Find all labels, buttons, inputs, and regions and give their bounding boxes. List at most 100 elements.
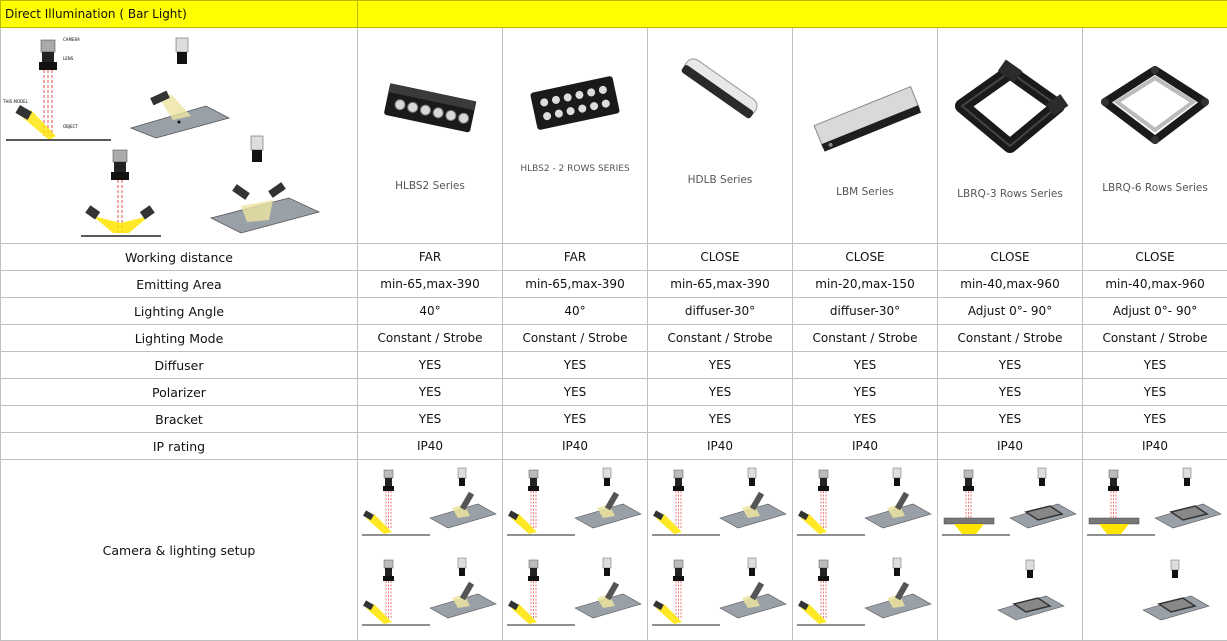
- setup-label: Camera & lighting setup: [0, 459, 358, 641]
- camera-vertical-setup: [652, 469, 720, 536]
- spec-value: IP40: [502, 432, 648, 460]
- spec-row-ip-rating: IP rating IP40 IP40 IP40 IP40 IP40 IP40: [0, 432, 1227, 460]
- spec-value: CLOSE: [937, 243, 1083, 271]
- setup-illustration: [1087, 467, 1222, 621]
- product-name: HLBS2 - 2 ROWS SERIES: [520, 164, 630, 174]
- camera-vertical-setup: [942, 469, 1010, 536]
- spec-value: CLOSE: [792, 243, 938, 271]
- spec-value: diffuser-30°: [647, 297, 793, 325]
- setup-illustration: [652, 467, 787, 626]
- table-title: Direct Illumination ( Bar Light): [0, 0, 358, 28]
- product-name: HDLB Series: [687, 174, 753, 186]
- spec-value: YES: [937, 351, 1083, 379]
- spec-value: YES: [1081, 405, 1227, 433]
- spec-value: IP40: [937, 432, 1083, 460]
- diagram-label-object: OBJECT: [63, 124, 78, 129]
- setup-diagram-3: [81, 149, 161, 237]
- diagram-label-lens: LENS: [63, 56, 74, 61]
- square-ring-bar-light-icon: [955, 59, 1069, 153]
- setup-cell: [502, 459, 648, 641]
- spec-value: YES: [502, 405, 648, 433]
- spec-value: YES: [1081, 378, 1227, 406]
- spec-value: IP40: [647, 432, 793, 460]
- spec-value: YES: [357, 405, 503, 433]
- setup-diagram-2: [129, 37, 231, 139]
- product-cell-lbm: LBM Series: [792, 27, 938, 244]
- setup-illustration: [507, 467, 642, 626]
- spec-value: YES: [647, 405, 793, 433]
- spec-label: IP rating: [0, 432, 358, 460]
- spec-row-bracket: Bracket YES YES YES YES YES YES: [0, 405, 1227, 433]
- spec-value: Adjust 0°- 90°: [937, 297, 1083, 325]
- spec-label: Working distance: [0, 243, 358, 271]
- spec-value: YES: [792, 351, 938, 379]
- bar-light-two-row-icon: [530, 76, 620, 130]
- bar-light-flat-icon: [813, 85, 922, 152]
- spec-value: min-40,max-960: [937, 270, 1083, 298]
- product-cell-lbrq3: LBRQ-3 Rows Series: [937, 27, 1083, 244]
- product-cell-lbrq6: LBRQ-6 Rows Series: [1081, 27, 1227, 244]
- camera-perspective-setup: [1142, 559, 1210, 621]
- spec-value: Constant / Strobe: [1081, 324, 1227, 352]
- camera-vertical-setup: [507, 559, 575, 626]
- square-ring-bar-light-open-icon: [1101, 66, 1209, 144]
- spec-value: min-65,max-390: [647, 270, 793, 298]
- setup-illustration: [362, 467, 497, 626]
- camera-vertical-setup: [797, 559, 865, 626]
- setup-diagram-1: CAMERA LENS THIS MODEL OBJECT: [2, 37, 111, 141]
- spec-value: YES: [792, 378, 938, 406]
- spec-value: 40°: [357, 297, 503, 325]
- camera-perspective-setup: [1154, 467, 1222, 529]
- diagram-label-this-model: THIS MODEL: [2, 99, 29, 104]
- spec-value: min-65,max-390: [357, 270, 503, 298]
- bar-light-diffuser-icon: [681, 58, 758, 119]
- setup-cell: [357, 459, 503, 641]
- product-cell-hlbs2: HLBS2 Series: [357, 27, 503, 244]
- camera-perspective-setup: [429, 557, 497, 619]
- spec-row-diffuser: Diffuser YES YES YES YES YES YES: [0, 351, 1227, 379]
- camera-perspective-setup: [574, 557, 642, 619]
- product-cell-hdlb: HDLB Series: [647, 27, 793, 244]
- camera-vertical-setup: [797, 469, 865, 536]
- spec-value: min-20,max-150: [792, 270, 938, 298]
- spec-value: YES: [792, 405, 938, 433]
- spec-value: FAR: [502, 243, 648, 271]
- spec-value: YES: [647, 378, 793, 406]
- spec-value: CLOSE: [647, 243, 793, 271]
- camera-vertical-setup: [1087, 469, 1155, 536]
- setup-illustration: [942, 467, 1077, 621]
- camera-perspective-setup: [574, 467, 642, 529]
- spec-value: min-65,max-390: [502, 270, 648, 298]
- camera-perspective-setup: [1009, 467, 1077, 529]
- camera-perspective-setup: [997, 559, 1065, 621]
- spec-value: YES: [502, 378, 648, 406]
- spec-row-emitting-area: Emitting Area min-65,max-390 min-65,max-…: [0, 270, 1227, 298]
- product-row: CAMERA LENS THIS MODEL OBJECT: [0, 27, 1227, 244]
- spec-label: Polarizer: [0, 378, 358, 406]
- spec-value: YES: [647, 351, 793, 379]
- overview-diagram: CAMERA LENS THIS MODEL OBJECT: [0, 27, 358, 244]
- product-name: HLBS2 Series: [395, 180, 465, 192]
- spec-value: YES: [1081, 351, 1227, 379]
- setup-cell: [1081, 459, 1227, 641]
- spec-value: IP40: [792, 432, 938, 460]
- spec-value: IP40: [1081, 432, 1227, 460]
- spec-value: Constant / Strobe: [357, 324, 503, 352]
- spec-value: FAR: [357, 243, 503, 271]
- spec-row-lighting-angle: Lighting Angle 40° 40° diffuser-30° diff…: [0, 297, 1227, 325]
- spec-value: CLOSE: [1081, 243, 1227, 271]
- product-cell-hlbs2-2rows: HLBS2 - 2 ROWS SERIES: [502, 27, 648, 244]
- spec-value: YES: [357, 378, 503, 406]
- header-fill: [356, 0, 1227, 28]
- spec-value: diffuser-30°: [792, 297, 938, 325]
- spec-value: YES: [937, 378, 1083, 406]
- camera-perspective-setup: [864, 557, 932, 619]
- camera-vertical-setup: [362, 469, 430, 536]
- spec-label: Emitting Area: [0, 270, 358, 298]
- spec-row-working-distance: Working distance FAR FAR CLOSE CLOSE CLO…: [0, 243, 1227, 271]
- spec-value: YES: [357, 351, 503, 379]
- camera-vertical-setup: [362, 559, 430, 626]
- camera-perspective-setup: [719, 467, 787, 529]
- product-name: LBRQ-6 Rows Series: [1102, 182, 1208, 194]
